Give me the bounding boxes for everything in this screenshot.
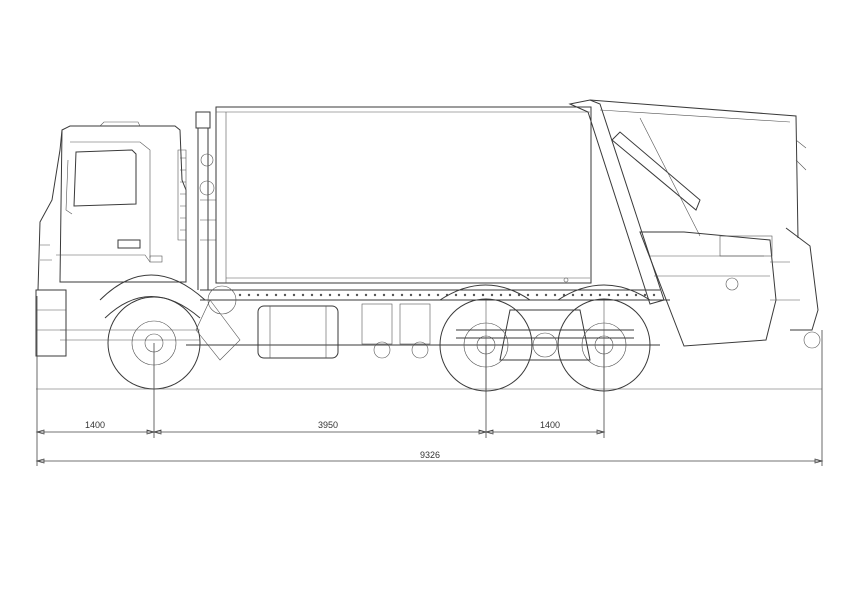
- frame-rivet: [571, 293, 575, 297]
- rear-axle-spacing-label: 1400: [540, 420, 560, 430]
- frame-rivet: [463, 293, 467, 297]
- frame-rivet: [454, 293, 458, 297]
- frame-rivet: [544, 293, 548, 297]
- front-overhang-label: 1400: [85, 420, 105, 430]
- frame-rivet: [400, 293, 404, 297]
- frame-rivet: [409, 293, 413, 297]
- wheelbase-label: 3950: [318, 420, 338, 430]
- frame-rivet: [301, 293, 305, 297]
- frame-rivet: [238, 293, 242, 297]
- frame-rivet: [553, 293, 557, 297]
- frame-rivet: [310, 293, 314, 297]
- frame-rivet: [274, 293, 278, 297]
- frame-rivet: [634, 293, 638, 297]
- front-wheel: [99, 274, 206, 390]
- frame-rivet: [337, 293, 341, 297]
- overall-length-label: 9326: [420, 450, 440, 460]
- frame-rivet: [535, 293, 539, 297]
- frame-rivet: [607, 293, 611, 297]
- frame-rivet: [508, 293, 512, 297]
- frame-rivet: [643, 293, 647, 297]
- frame-rivet: [499, 293, 503, 297]
- exhaust-stack: [195, 111, 216, 290]
- fuel-and-air-tanks: [195, 285, 431, 361]
- frame-rivet: [427, 293, 431, 297]
- frame-rivet: [652, 293, 656, 297]
- frame-rivet: [625, 293, 629, 297]
- frame-rivet: [418, 293, 422, 297]
- frame-rivet: [616, 293, 620, 297]
- frame-rivet: [328, 293, 332, 297]
- frame-rivet: [517, 293, 521, 297]
- frame-rivet: [292, 293, 296, 297]
- frame-rivet: [364, 293, 368, 297]
- frame-rivet: [382, 293, 386, 297]
- frame-rivet: [247, 293, 251, 297]
- frame-rivet: [391, 293, 395, 297]
- frame-rivet: [373, 293, 377, 297]
- frame-rivet: [580, 293, 584, 297]
- frame-rivet: [472, 293, 476, 297]
- frame-rivet: [598, 293, 602, 297]
- frame-rivet: [436, 293, 440, 297]
- frame-rivet: [589, 293, 593, 297]
- frame-rivet: [319, 293, 323, 297]
- rear-loader-tailgate: [568, 99, 821, 349]
- frame-rivet: [526, 293, 530, 297]
- frame-rivet: [355, 293, 359, 297]
- frame-rivet: [265, 293, 269, 297]
- frame-rivet: [256, 293, 260, 297]
- refuse-body: [215, 106, 592, 284]
- frame-rivet: [283, 293, 287, 297]
- truck-cab: [35, 121, 187, 357]
- chassis-frame: [60, 289, 670, 346]
- frame-rivet: [481, 293, 485, 297]
- dimension-lines: [35, 296, 824, 466]
- frame-rivet: [346, 293, 350, 297]
- frame-rivet: [490, 293, 494, 297]
